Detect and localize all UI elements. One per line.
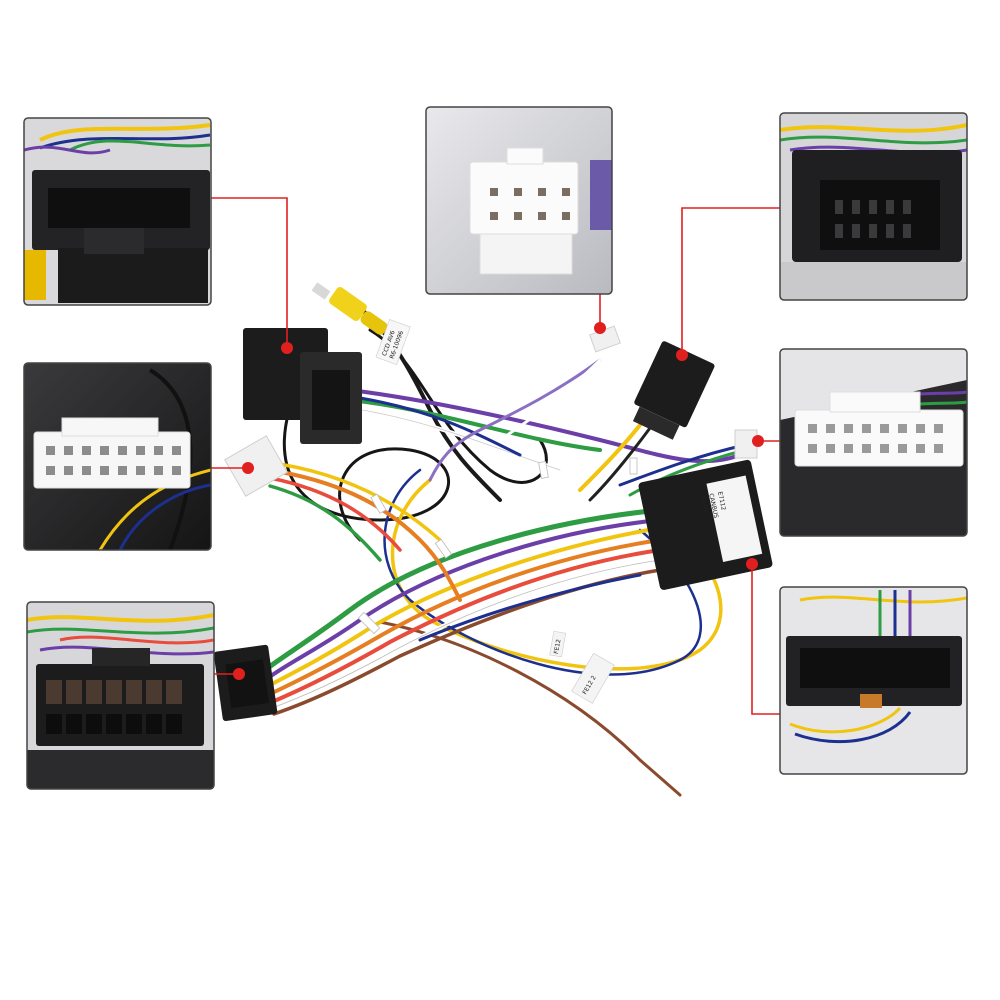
inset-white-connector-right [780,349,967,536]
inset-frame-7 [779,586,968,775]
inset-frame-1 [23,117,212,306]
wire-flag-b: FE12 2 [571,652,615,704]
callout-dots [233,322,764,680]
inset-16pin-plug [27,602,214,789]
inset-white-connector-top [426,107,612,294]
inset-black-connector-top-right [780,113,967,300]
svg-text:RX-PX: RX-PX [698,495,709,514]
inset-frame-5 [779,348,968,537]
black-connector-left [243,328,362,444]
white-connector-left [224,435,288,497]
wire-bundle [262,298,747,797]
rca-camera-plug [311,282,388,335]
inset-frame-3 [779,112,968,301]
inset-white-connector-left [24,363,211,550]
svg-text:E7112: E7112 [716,491,727,511]
black-16pin-plug [213,644,278,722]
inset-black-connector-top-left [24,118,211,305]
inset-black-connector-bottom-right [780,587,967,774]
callout-lines [211,197,780,715]
wire-flag-a: FE12 [549,630,567,658]
inset-frame-2 [425,106,613,295]
inset-frame-4 [23,362,212,551]
black-connector-mid-right [632,341,715,440]
svg-text:FE12: FE12 [553,639,563,655]
canbus-connector [638,459,773,590]
camera-tag: CCD AV6 R6-10096 [375,319,411,365]
inset-frame-6 [26,601,215,790]
